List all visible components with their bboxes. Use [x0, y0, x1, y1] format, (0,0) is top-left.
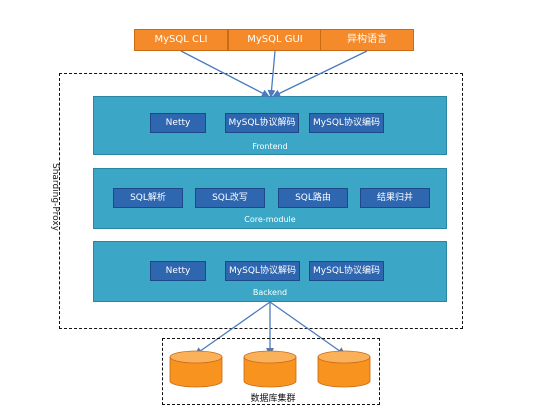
- sharding-proxy-label: Sharding-Proxy: [50, 162, 60, 232]
- client-heterogeneous-language: 异构语言: [320, 29, 414, 51]
- frontend-module-netty: Netty: [150, 113, 206, 133]
- client-mysql-cli: MySQL CLI: [134, 29, 228, 51]
- frontend-layer: Netty MySQL协议解码 MySQL协议编码 Frontend: [93, 96, 447, 155]
- frontend-module-protocol-encode: MySQL协议编码: [309, 113, 384, 133]
- core-module-sql-route: SQL路由: [278, 188, 348, 208]
- client-mysql-gui: MySQL GUI: [228, 29, 322, 51]
- backend-title: Backend: [252, 288, 288, 297]
- backend-module-protocol-decode: MySQL协议解码: [225, 261, 300, 281]
- frontend-title: Frontend: [252, 142, 288, 151]
- frontend-module-protocol-decode: MySQL协议解码: [225, 113, 299, 133]
- core-module-layer: SQL解析 SQL改写 SQL路由 结果归并 Core-module: [93, 168, 447, 229]
- backend-module-netty: Netty: [150, 261, 206, 281]
- backend-layer: Netty MySQL协议解码 MySQL协议编码 Backend: [93, 241, 447, 302]
- database-cluster-label: 数据库集群: [250, 394, 296, 404]
- core-module-title: Core-module: [244, 215, 296, 224]
- database-cluster-frame: [162, 338, 380, 405]
- backend-module-protocol-encode: MySQL协议编码: [309, 261, 384, 281]
- core-module-sql-rewrite: SQL改写: [195, 188, 265, 208]
- core-module-result-merge: 结果归并: [360, 188, 430, 208]
- core-module-sql-parse: SQL解析: [113, 188, 183, 208]
